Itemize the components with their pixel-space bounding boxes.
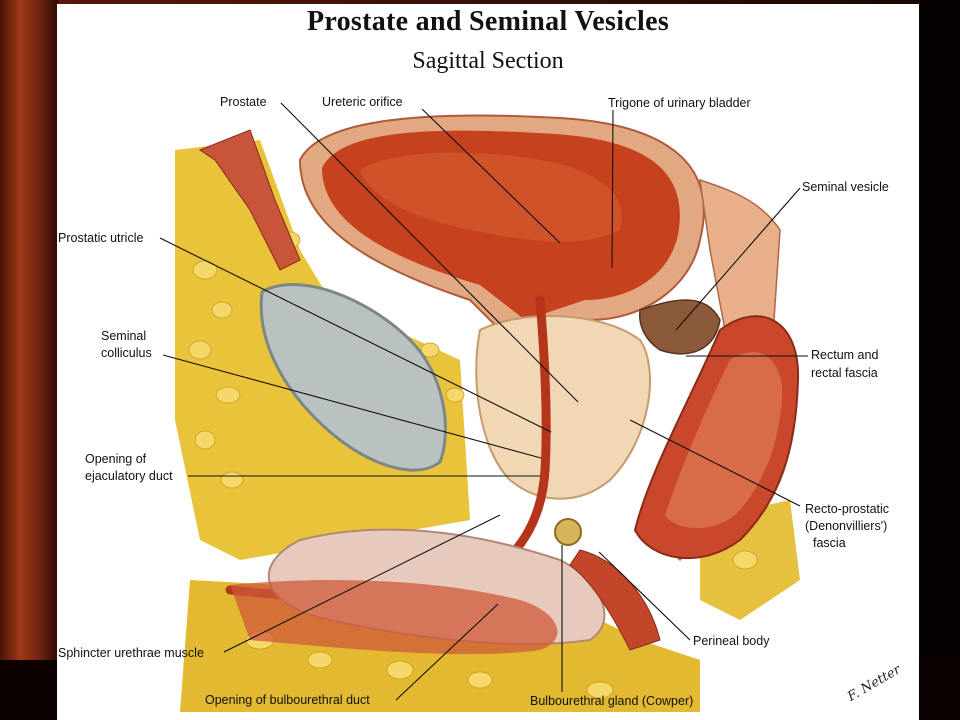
leader-prostate (280, 102, 579, 403)
pubic-symphysis (259, 283, 447, 472)
fat-lobule (215, 386, 241, 404)
anatomy-illustration (159, 102, 808, 712)
fat-lobule (194, 430, 216, 450)
right-border (920, 0, 960, 720)
corpus-spongiosum (230, 580, 558, 655)
leader-seminal-colliculus (162, 354, 542, 459)
fat-lobule (420, 342, 440, 358)
label-prostate: Prostate (220, 95, 267, 109)
fat-lobule (192, 260, 218, 280)
left-curtain (0, 0, 58, 720)
seminal-vesicle-structure (638, 299, 721, 355)
label-prostatic-utricle: Prostatic utricle (58, 231, 144, 245)
label-recto-prostatic-3: fascia (813, 536, 846, 550)
fat-lobule (307, 651, 333, 669)
fat-lobule (586, 681, 614, 699)
bulbourethral-gland-shape (554, 518, 582, 546)
fat-lobule (188, 340, 212, 360)
prostate-gland (475, 315, 651, 500)
leader-prostatic-utricle (159, 237, 552, 433)
figure-panel: Prostate and Seminal Vesicles Sagittal S… (57, 4, 919, 720)
abdominal-wall (198, 129, 301, 271)
label-ejaculatory-2: ejaculatory duct (85, 469, 173, 483)
leader-recto-prostatic (629, 419, 801, 507)
label-trigone: Trigone of urinary bladder (608, 96, 751, 110)
rectum-mucosa (665, 352, 783, 529)
fat-lobule (445, 387, 465, 403)
leader-perineal-body (598, 551, 691, 641)
label-bulbourethral-duct: Opening of bulbourethral duct (205, 693, 370, 707)
leader-bulbourethral-duct (395, 603, 499, 701)
label-ureteric-orifice: Ureteric orifice (322, 95, 403, 109)
leader-trigone (611, 109, 614, 269)
leader-ureteric-orifice (421, 108, 561, 244)
fat-lobule (211, 301, 233, 319)
leader-sphincter (223, 514, 501, 653)
label-seminal-colliculus-2: colliculus (101, 346, 152, 360)
label-seminal-colliculus-1: Seminal (101, 329, 147, 343)
label-bulbourethral-gland: Bulbourethral gland (Cowper) (530, 694, 694, 708)
fat-lobule (732, 550, 758, 570)
label-perineal-body: Perineal body (693, 634, 770, 648)
label-ejaculatory-1: Opening of (85, 452, 147, 466)
label-rectum-1: Rectum and (811, 348, 879, 362)
label-seminal-vesicle: Seminal vesicle (802, 180, 889, 194)
label-sphincter: Sphincter urethrae muscle (58, 646, 204, 660)
bladder-lumen-highlight (360, 152, 622, 242)
fat-lobule (220, 471, 244, 489)
label-rectum-2: rectal fascia (811, 366, 878, 380)
figure-subtitle: Sagittal Section (412, 48, 564, 74)
leader-seminal-vesicle (675, 187, 801, 331)
fat-lobule (467, 671, 493, 689)
label-recto-prostatic-2: (Denonvilliers') (805, 519, 888, 533)
figure-title: Prostate and Seminal Vesicles (306, 6, 670, 37)
fat-lobule (386, 660, 414, 680)
label-recto-prostatic-1: Recto-prostatic (805, 502, 890, 516)
